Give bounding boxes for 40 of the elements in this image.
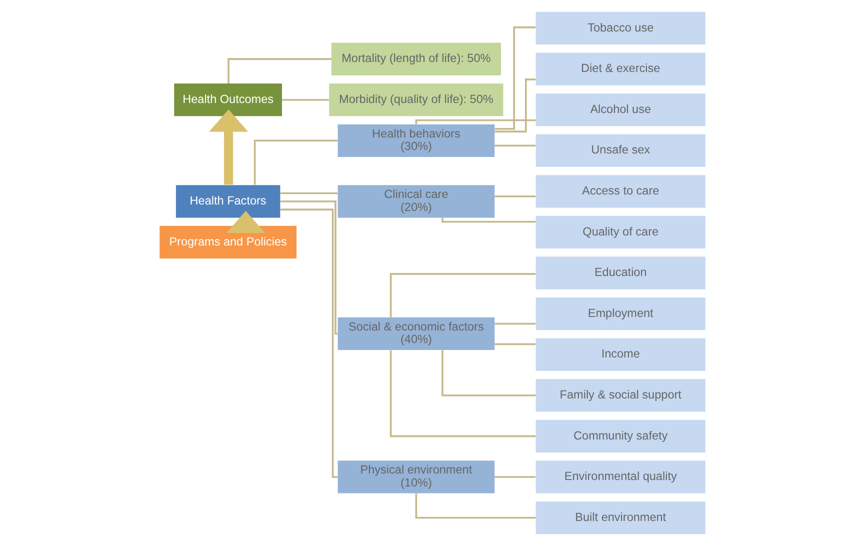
connector — [494, 195, 536, 198]
node-box: Health Outcomes — [174, 84, 282, 116]
node-box: Employment — [535, 297, 705, 330]
node-box: Built environment — [535, 501, 705, 534]
node-box: Morbidity (quality of life): 50% — [328, 84, 503, 116]
node-box: Health Factors — [175, 185, 280, 218]
node-box: Income — [535, 338, 705, 371]
connector — [280, 192, 337, 194]
connector — [494, 78, 536, 132]
connector — [441, 350, 536, 396]
node-box: Tobacco use — [535, 12, 705, 45]
connector — [494, 343, 536, 346]
arrow — [226, 210, 265, 234]
connector — [494, 322, 536, 325]
node-box: Health behaviors (30%) — [337, 124, 494, 157]
connector — [494, 144, 536, 147]
connector — [282, 98, 329, 101]
connector — [494, 26, 536, 130]
node-box: Clinical care (20%) — [337, 185, 494, 218]
node-box: Physical environment (10%) — [337, 460, 494, 494]
node-box: Diet & exercise — [535, 52, 705, 86]
connector — [253, 140, 338, 185]
connector — [389, 273, 536, 318]
connector — [414, 493, 536, 519]
node-box: Social & economic factors (40%) — [337, 317, 494, 350]
node-box: Access to care — [535, 175, 705, 208]
connector — [280, 200, 337, 335]
arrow — [208, 109, 248, 185]
node-box: Community safety — [535, 420, 705, 452]
node-box: Quality of care — [535, 216, 705, 249]
connector — [280, 208, 338, 478]
node-box: Environmental quality — [535, 460, 705, 494]
node-box: Family & social support — [535, 379, 705, 412]
node-box: Education — [535, 256, 705, 290]
node-box: Unsafe sex — [535, 134, 705, 167]
connector — [494, 476, 536, 478]
node-box: Alcohol use — [535, 94, 705, 126]
connector — [389, 350, 536, 438]
connector — [227, 58, 331, 84]
node-box: Mortality (length of life): 50% — [330, 42, 500, 76]
